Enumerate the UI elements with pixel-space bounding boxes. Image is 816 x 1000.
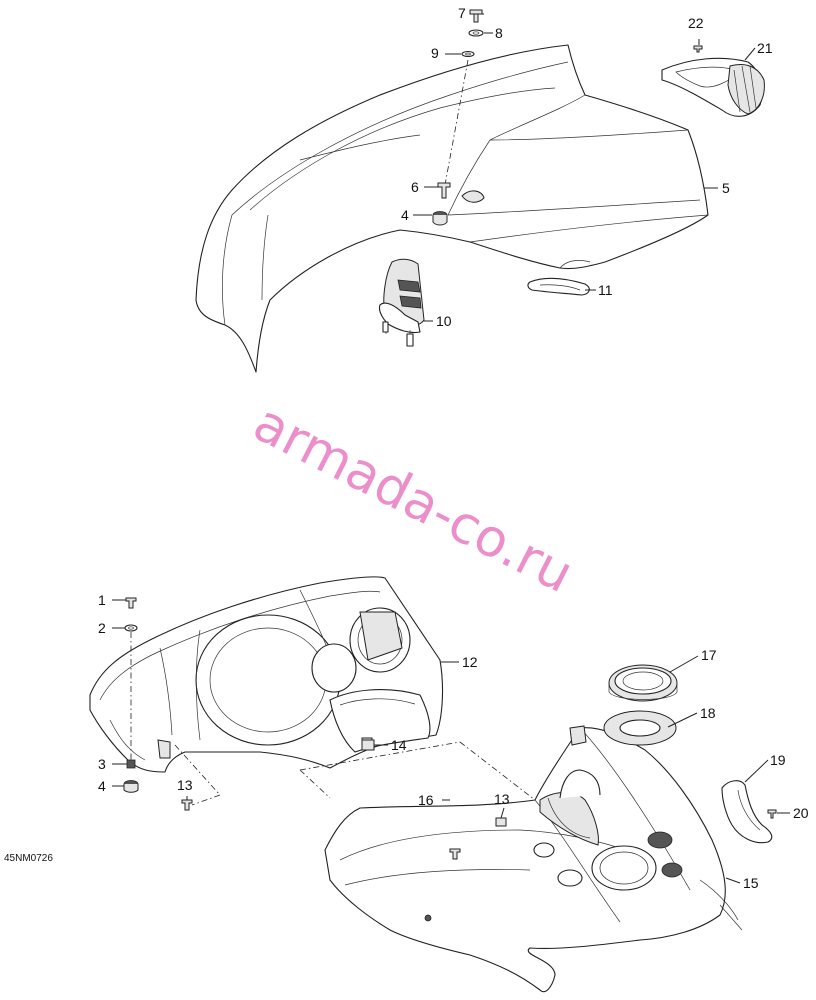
- windshield-drawing: [195, 44, 709, 373]
- part-label-18: 18: [700, 705, 716, 721]
- part-label-5: 5: [722, 180, 730, 196]
- watermark-text: armada-co.ru: [244, 393, 582, 605]
- part-labels: 7 8 9 6 4 5 10 11 22 21 1 2 3 4 13 12 14…: [4, 5, 809, 891]
- part-label-6: 6: [411, 179, 419, 195]
- part-label-8: 8: [495, 25, 503, 41]
- part-label-21: 21: [757, 40, 773, 56]
- part-label-19: 19: [770, 752, 786, 768]
- handle-drawing: [378, 258, 425, 347]
- part-label-7: 7: [458, 5, 466, 21]
- part-label-12: 12: [462, 654, 478, 670]
- part-label-4-lower: 4: [98, 778, 106, 794]
- part-label-17: 17: [701, 647, 717, 663]
- fastener-stack-left: [123, 597, 221, 811]
- part-label-3: 3: [98, 756, 106, 772]
- seal-ring-drawing: [603, 664, 678, 746]
- part-label-16: 16: [418, 792, 434, 808]
- part-label-4-upper: 4: [401, 207, 409, 223]
- part-label-15: 15: [743, 875, 759, 891]
- instrument-panel-drawing: [89, 576, 444, 773]
- screw-and-grommet-upper: [432, 182, 451, 226]
- part-label-20: 20: [793, 805, 809, 821]
- part-label-2: 2: [98, 620, 106, 636]
- part-label-10: 10: [436, 313, 452, 329]
- deflector-drawing: [527, 277, 590, 296]
- mirror-drawing: [661, 45, 765, 117]
- drawing-reference-code: 45NM0726: [4, 853, 53, 864]
- screws-lower-right: [361, 739, 507, 860]
- part-label-22: 22: [688, 15, 704, 31]
- clip-drawing: [721, 780, 777, 844]
- part-label-9: 9: [431, 45, 439, 61]
- leader-lines: [112, 13, 790, 884]
- part-label-13-left: 13: [177, 777, 193, 793]
- part-label-14: 14: [391, 737, 407, 753]
- lower-cover-drawing: [324, 725, 743, 993]
- screw-stack-upper: [444, 9, 484, 186]
- part-label-1: 1: [98, 592, 106, 608]
- part-label-13-right: 13: [494, 791, 510, 807]
- part-label-11: 11: [598, 282, 613, 298]
